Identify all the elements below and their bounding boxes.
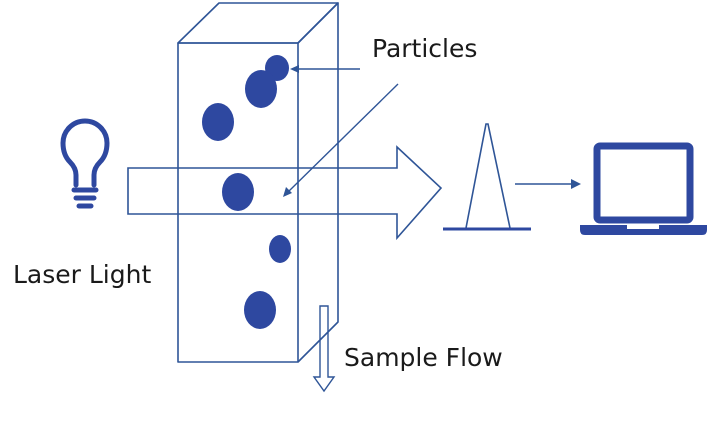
particle [245, 70, 277, 108]
sample-flow-label: Sample Flow [344, 343, 503, 372]
particle [222, 173, 254, 211]
particle [202, 103, 234, 141]
laser-light-label: Laser Light [13, 260, 152, 289]
particle-pointers [283, 65, 399, 197]
detector-to-computer-arrow [515, 179, 581, 189]
signal-peak [443, 123, 531, 231]
pointer-line-diagonal [287, 83, 399, 193]
flow-cell-side [297, 2, 339, 363]
laptop-icon [580, 142, 707, 235]
lightbulb-icon [60, 118, 110, 209]
particle [244, 291, 276, 329]
sample-flow-arrow [312, 305, 336, 393]
flow-cell-top [177, 2, 339, 44]
pointer-arrowhead-top [290, 65, 299, 73]
particle [269, 235, 291, 263]
laser-beam-arrow [127, 145, 443, 241]
flow-cell [177, 2, 339, 363]
particles-label: Particles [372, 34, 478, 63]
pointer-arrowhead-diagonal [283, 187, 292, 197]
flow-cell-front [177, 42, 299, 363]
peak-curve [465, 123, 511, 229]
particles [202, 55, 291, 329]
